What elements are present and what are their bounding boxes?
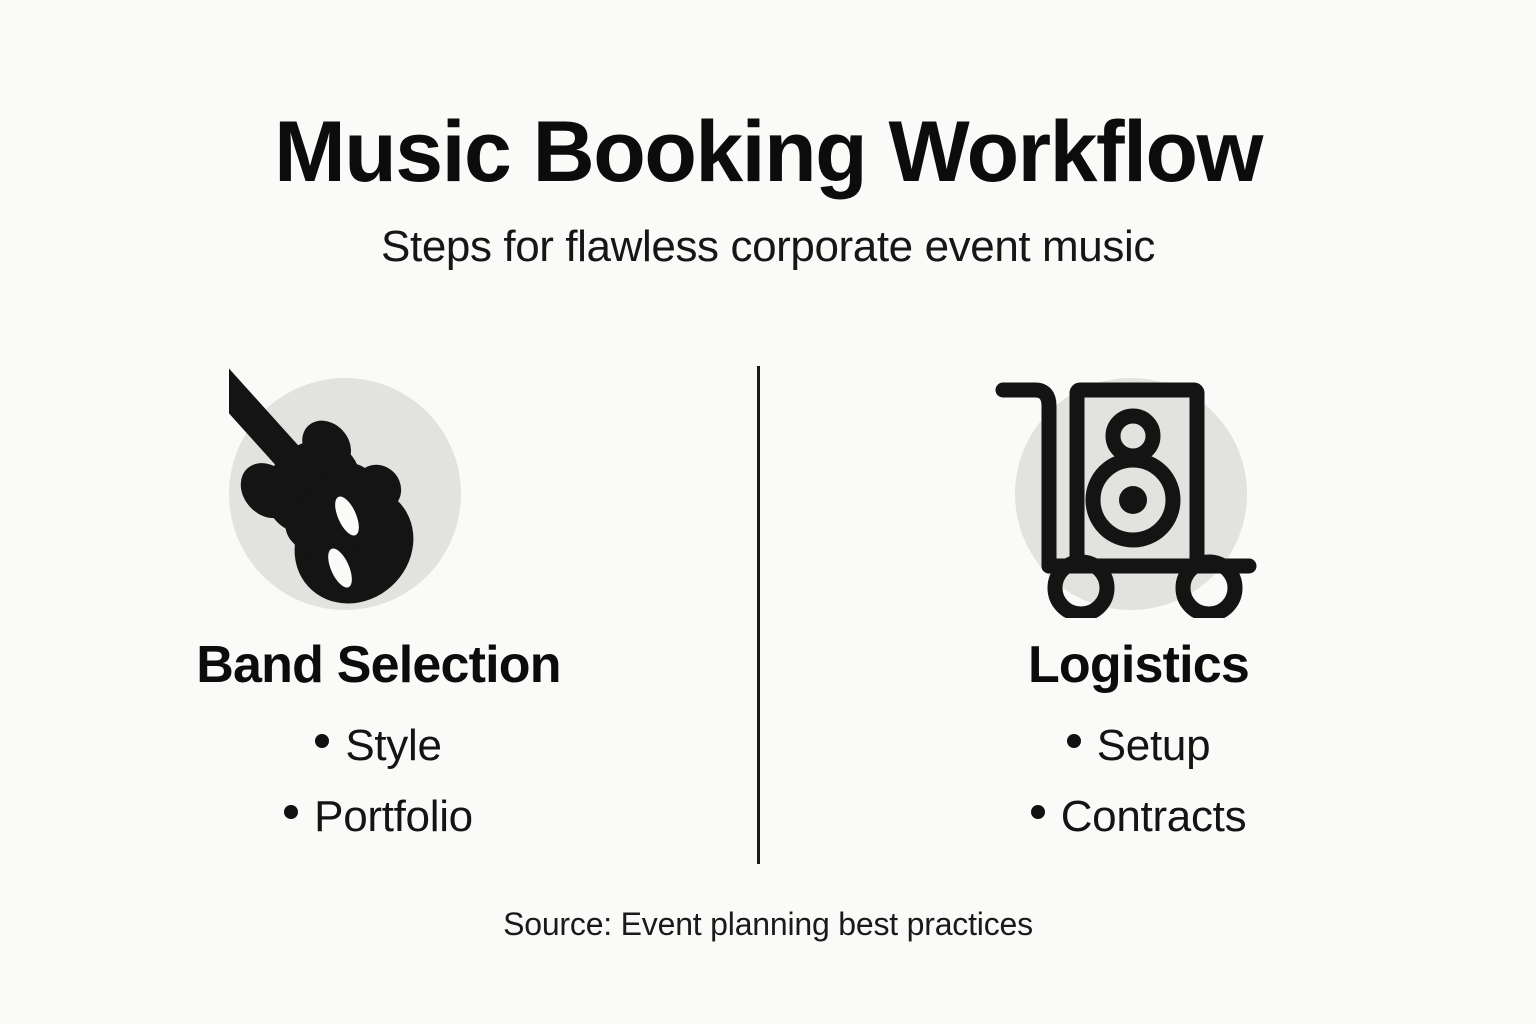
bullet-label: Portfolio [314,791,473,841]
bullet-dot-icon [315,734,330,749]
logistics-icon-wrap [760,366,1517,622]
column-divider [757,366,760,864]
header: Music Booking Workflow Steps for flawles… [0,104,1536,272]
columns-container: Band Selection Style Portfolio [0,308,1536,866]
bullet-label: Style [345,721,442,771]
column-heading-logistics: Logistics [1027,636,1250,694]
woofer-center-dot-icon [1118,486,1147,514]
bullet-list-band-selection: Style Portfolio [0,711,757,852]
logistics-icon-stage [981,366,1281,622]
bullet-label: Setup [1096,721,1211,771]
bullet-dot-icon [1030,804,1045,819]
footer: Source: Event planning best practices [0,906,1536,943]
list-item: Contracts [760,782,1517,852]
band-selection-icon-stage [129,308,529,618]
column-band-selection: Band Selection Style Portfolio [0,308,757,866]
electric-guitar-icon [129,308,461,610]
speaker-on-dolly-icon [995,378,1256,622]
band-selection-icon-wrap [0,308,757,618]
column-heading-band-selection: Band Selection [196,636,561,694]
bullet-dot-icon [1066,734,1081,749]
page-title: Music Booking Workflow [274,104,1263,200]
source-note: Source: Event planning best practices [503,906,1033,942]
page-subtitle: Steps for flawless corporate event music [381,222,1155,272]
bullet-dot-icon [284,804,299,819]
bullet-label: Contracts [1060,791,1247,841]
list-item: Portfolio [0,782,757,852]
column-logistics: Logistics Setup Contracts [760,366,1517,866]
list-item: Style [0,711,757,781]
list-item: Setup [760,711,1517,781]
bullet-list-logistics: Setup Contracts [760,711,1517,852]
